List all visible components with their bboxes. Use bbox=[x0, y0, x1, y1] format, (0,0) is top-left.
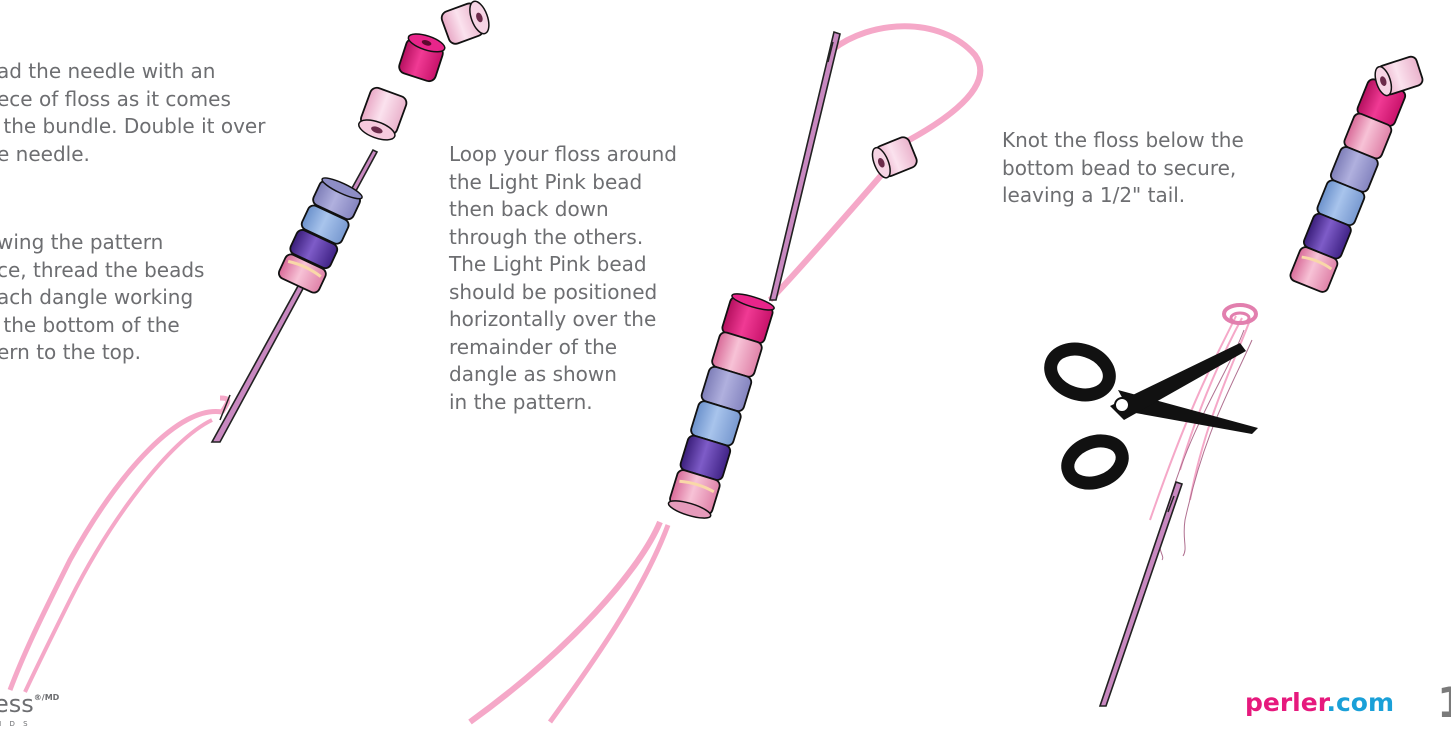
website-name: perler bbox=[1245, 688, 1326, 717]
website-link[interactable]: perler.com bbox=[1245, 688, 1394, 718]
needle-icon bbox=[1100, 482, 1182, 706]
brand-logo: ess®/MD N D S bbox=[0, 686, 59, 716]
brand-subtitle: N D S bbox=[0, 712, 31, 736]
bead-stack bbox=[1289, 78, 1407, 294]
step1-threading-text: ad the needle with an ece of floss as it… bbox=[0, 58, 265, 168]
website-domain: .com bbox=[1326, 688, 1394, 717]
bead-icon bbox=[356, 86, 408, 144]
bead-icon bbox=[440, 0, 493, 46]
bead-stack bbox=[277, 175, 364, 295]
step3-text: Knot the floss below the bottom bead to … bbox=[1002, 127, 1244, 210]
brand-mark: ®/MD bbox=[34, 693, 60, 702]
bead-icon bbox=[397, 30, 446, 83]
step1-beading-text: wing the pattern ce, thread the beads ac… bbox=[0, 229, 204, 367]
floss-icon bbox=[10, 398, 228, 692]
bead-stack bbox=[667, 291, 776, 522]
page-number: 1 bbox=[1437, 680, 1451, 726]
scissors-icon bbox=[1045, 342, 1258, 491]
bead-icon bbox=[1372, 55, 1424, 97]
step2-text: Loop your floss around the Light Pink be… bbox=[449, 141, 677, 416]
